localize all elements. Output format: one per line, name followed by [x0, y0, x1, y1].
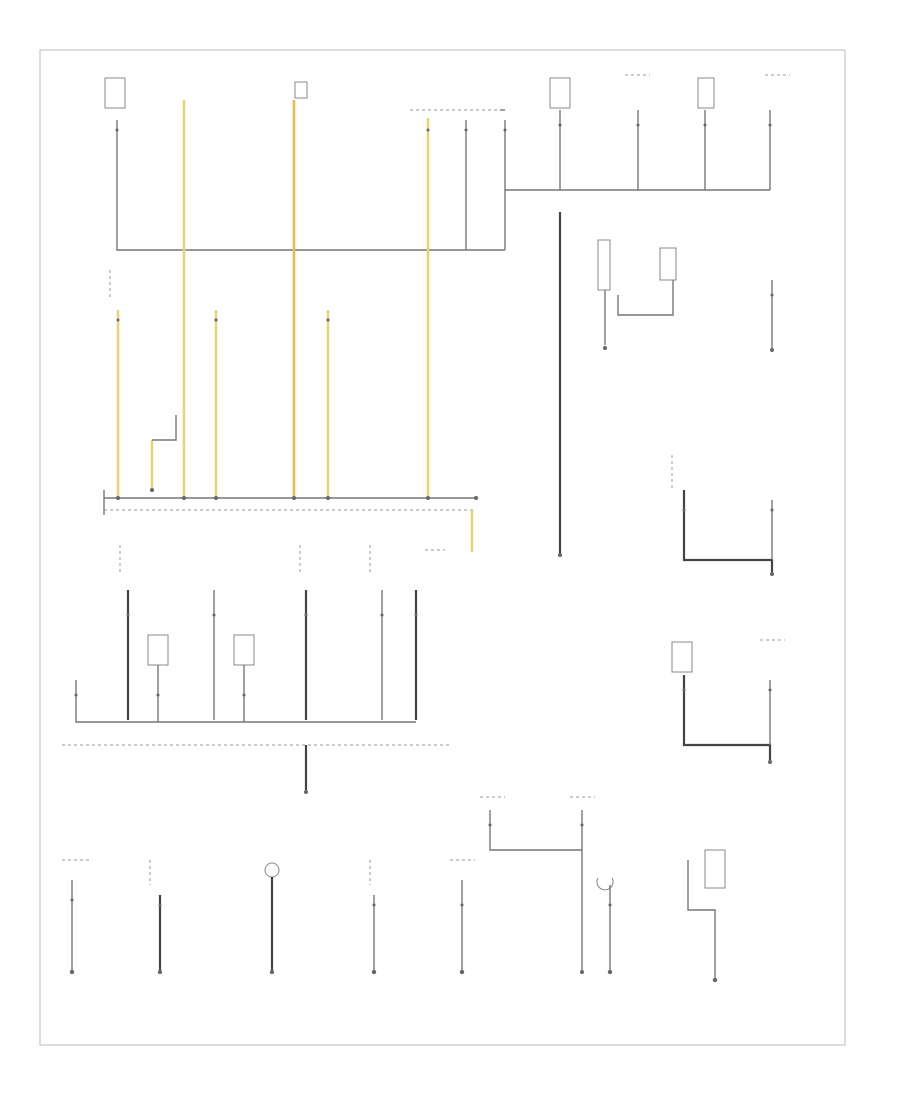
- bottom-center-ground-block: [480, 796, 595, 974]
- battery-ground-block: [597, 239, 774, 352]
- bottom-row-ground-block: [62, 849, 726, 983]
- top-left-ground-block: [104, 77, 507, 498]
- lower-left-ground-block: [62, 545, 452, 794]
- center-vertical-ground: [558, 212, 562, 557]
- diagram-frame: [39, 49, 846, 1046]
- right-middle-block-1: [671, 455, 774, 576]
- top-right-ground-block: [505, 74, 790, 191]
- right-middle-block-2: [671, 639, 785, 764]
- middle-left-sensor-block: [103, 270, 478, 552]
